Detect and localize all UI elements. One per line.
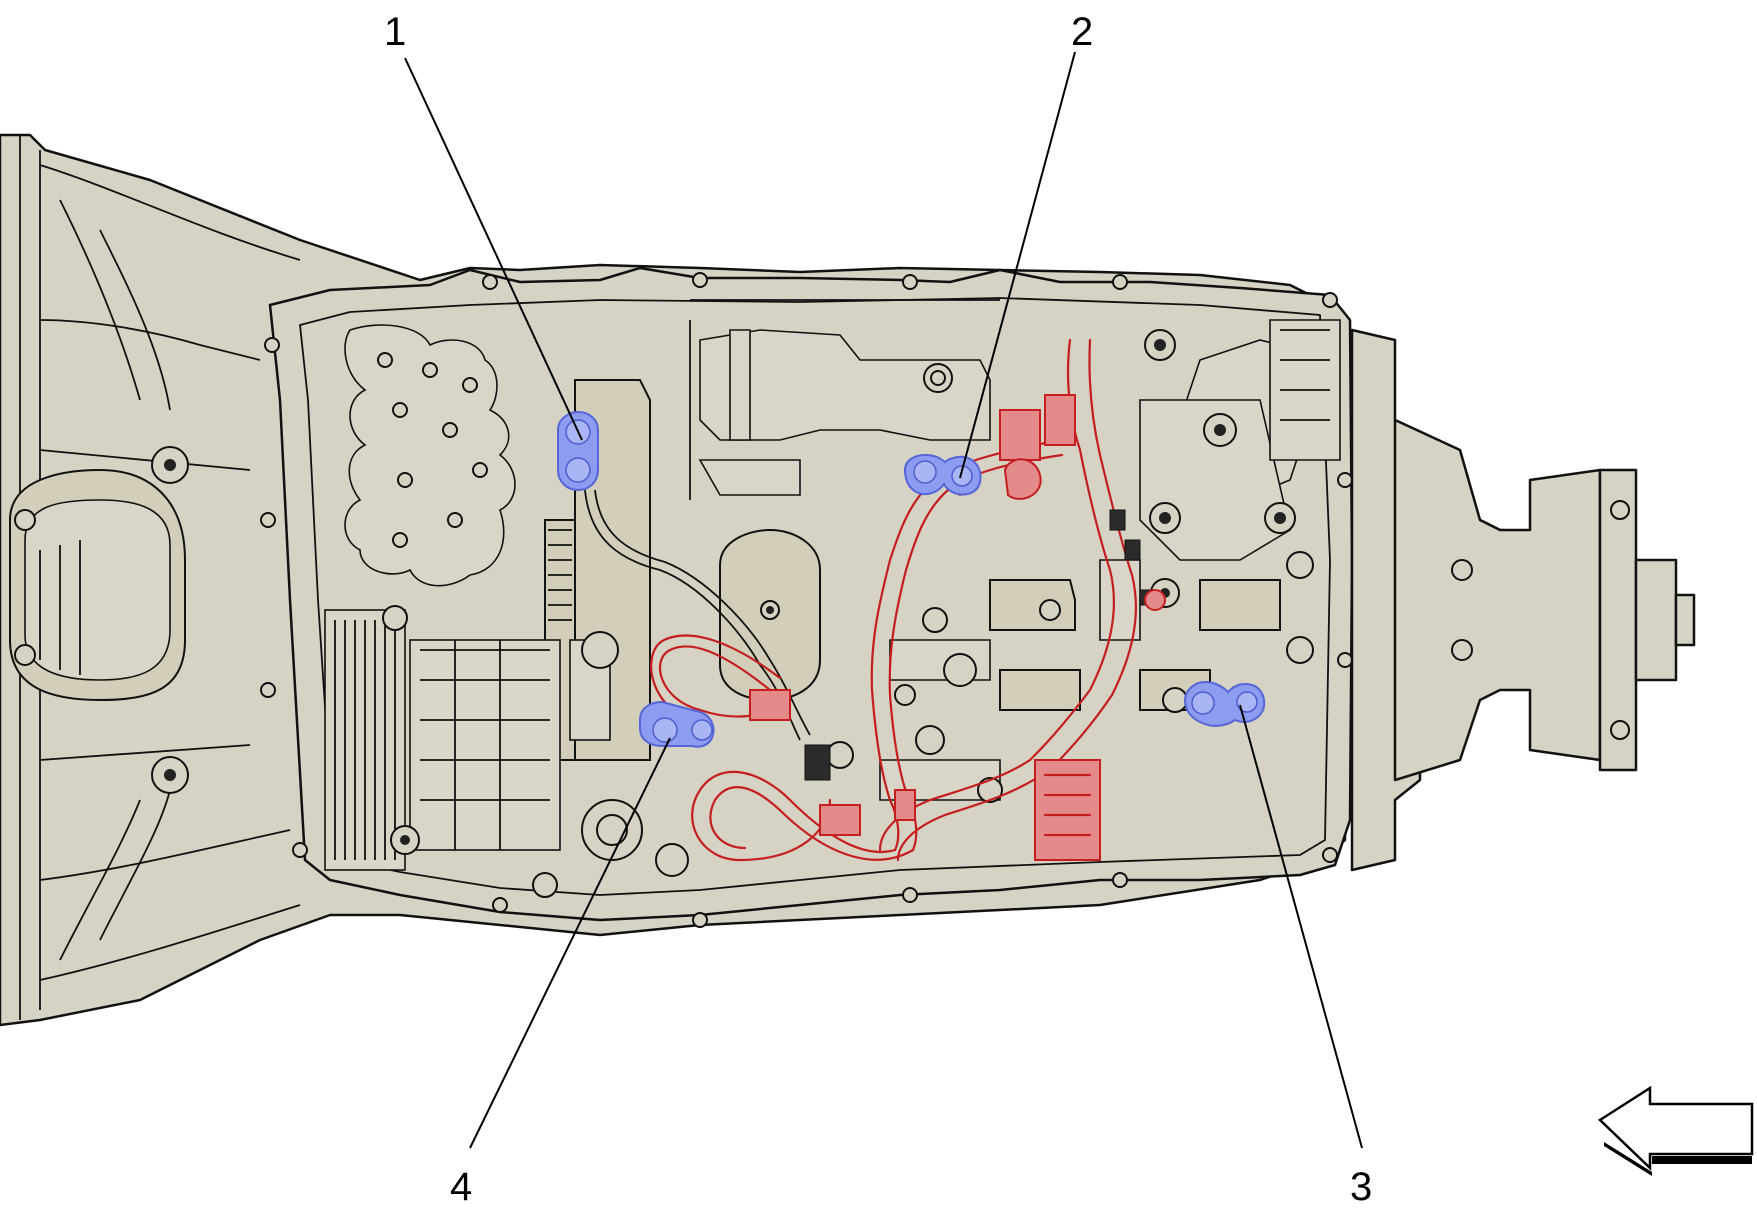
callout-3-label: 3: [1350, 1165, 1372, 1209]
direction-arrow-icon: [1597, 1085, 1754, 1176]
valve-body: [324, 299, 1341, 898]
housing-bolt-boss: [151, 756, 189, 794]
leader-3: [1239, 704, 1363, 1149]
bolt-4: [639, 700, 715, 748]
callout-1-label: 1: [384, 10, 406, 54]
bolt-3: [1183, 680, 1266, 727]
callout-2-label: 2: [1071, 10, 1093, 54]
bolt-1: [557, 410, 599, 492]
leader-1: [404, 57, 583, 441]
wiring-harness: [650, 338, 1166, 862]
pan-flange-bolts: [260, 272, 1353, 928]
callout-4-label: 4: [450, 1165, 472, 1209]
transmission-housing: [0, 133, 1696, 1027]
leader-4: [469, 737, 671, 1149]
leader-2: [959, 51, 1076, 479]
callout-leaders: [404, 51, 1363, 1149]
housing-bolt-boss: [151, 446, 189, 484]
bolt-2: [903, 453, 982, 496]
